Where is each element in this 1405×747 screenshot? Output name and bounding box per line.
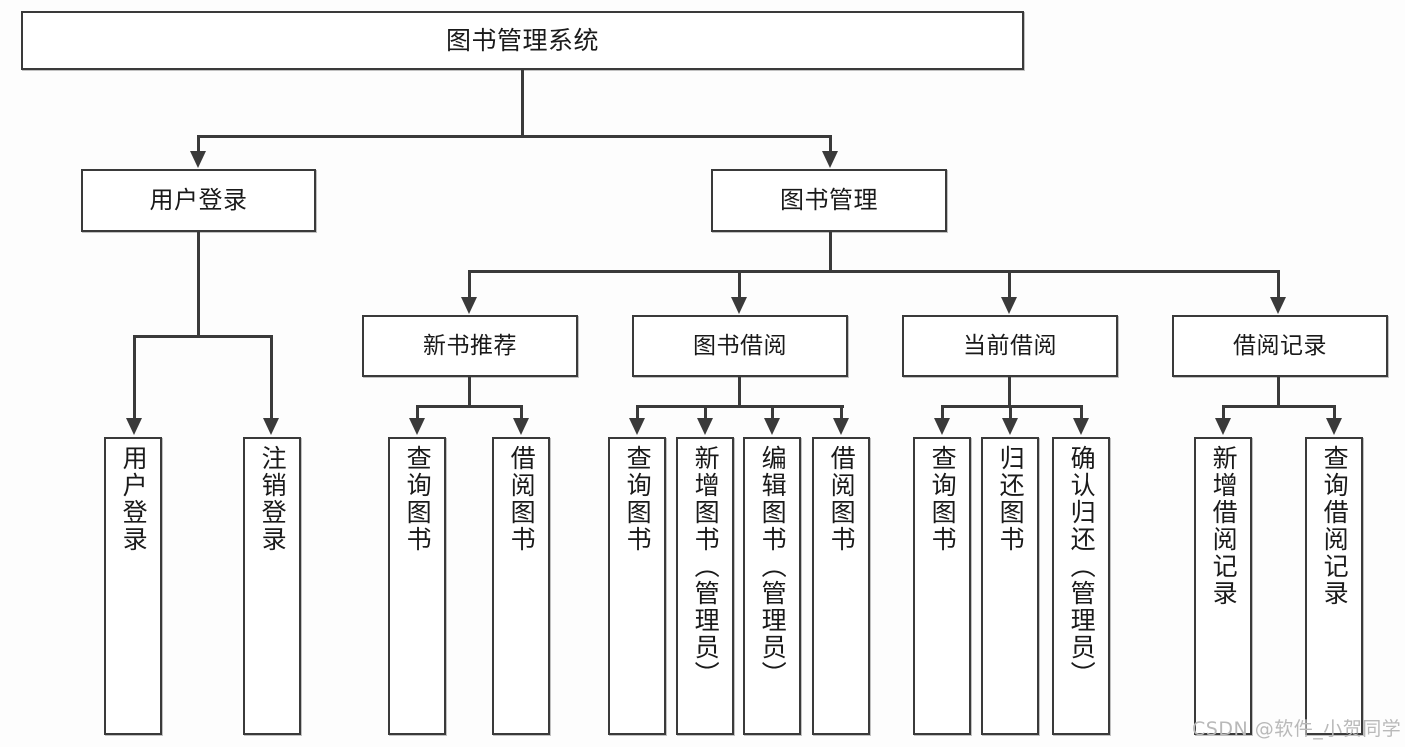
connector-drop-query-book-2 [636, 405, 639, 419]
node-label: 编辑图书（管理员） [758, 445, 788, 688]
node-label: 查询图书 [403, 445, 433, 553]
node-label: 新书推荐 [423, 332, 517, 359]
connector-drop-confirm-return [1080, 405, 1083, 419]
connector-stem-book-management [829, 232, 832, 270]
node-label: 查询借阅记录 [1320, 445, 1350, 607]
node-label: 用户登录 [119, 445, 149, 553]
node-borrow-record[interactable]: 借阅记录 [1172, 315, 1388, 377]
connector-drop-book-borrow [738, 270, 741, 298]
node-label: 确认归还（管理员） [1067, 445, 1097, 688]
arrowhead-login [126, 418, 142, 435]
node-current-borrow[interactable]: 当前借阅 [902, 315, 1118, 377]
node-user-login[interactable]: 用户登录 [81, 169, 316, 232]
leaf-query-book-2[interactable]: 查询图书 [608, 437, 666, 735]
connector-drop-current-borrow [1008, 270, 1011, 298]
arrowhead-confirm-return [1073, 418, 1089, 435]
connector-drop-logout [270, 335, 273, 419]
connector-drop-borrow-book-2 [840, 405, 843, 419]
arrowhead-add-book [697, 418, 713, 435]
leaf-query-book-3[interactable]: 查询图书 [913, 437, 971, 735]
connector-drop-query-record [1333, 405, 1336, 419]
node-label: 查询图书 [928, 445, 958, 553]
leaf-return-book[interactable]: 归还图书 [981, 437, 1039, 735]
connector-drop-borrow-record [1277, 270, 1280, 298]
leaf-confirm-return[interactable]: 确认归还（管理员） [1052, 437, 1110, 735]
connector-stem-user-login [197, 232, 200, 335]
arrowhead-logout [263, 418, 279, 435]
node-label: 图书借阅 [693, 332, 787, 359]
connector-drop-book-manage [829, 135, 832, 153]
leaf-borrow-book-2[interactable]: 借阅图书 [812, 437, 870, 735]
arrowhead-edit-book [764, 418, 780, 435]
node-label: 注销登录 [258, 445, 288, 553]
leaf-add-record[interactable]: 新增借阅记录 [1194, 437, 1252, 735]
node-label: 归还图书 [996, 445, 1026, 553]
arrowhead-current-borrow [1001, 297, 1017, 314]
leaf-query-record[interactable]: 查询借阅记录 [1305, 437, 1363, 735]
leaf-query-book-1[interactable]: 查询图书 [388, 437, 446, 735]
node-label: 借阅记录 [1233, 332, 1327, 359]
arrowhead-user-login [190, 151, 206, 168]
connector-bus-new-book-recommend [416, 405, 523, 408]
connector-drop-add-record [1222, 405, 1225, 419]
arrowhead-query-record [1326, 418, 1342, 435]
arrowhead-book-borrow [731, 297, 747, 314]
connector-bus-level1 [197, 135, 832, 138]
connector-bus-book-borrow [636, 405, 844, 408]
node-label: 用户登录 [149, 185, 248, 214]
connector-bus-current-borrow [941, 405, 1083, 408]
node-label: 借阅图书 [507, 445, 537, 553]
leaf-borrow-book-1[interactable]: 借阅图书 [492, 437, 550, 735]
connector-stem-current-borrow [1008, 377, 1011, 405]
connector-drop-query-book-1 [416, 405, 419, 419]
connector-root-stem [521, 70, 524, 135]
csdn-watermark: CSDN @软件_小贺同学 [1192, 718, 1402, 740]
arrowhead-book-manage [822, 151, 838, 168]
connector-drop-return-book [1009, 405, 1012, 419]
node-book-management[interactable]: 图书管理 [711, 169, 947, 232]
node-new-book-recommend[interactable]: 新书推荐 [362, 315, 578, 377]
connector-drop-borrow-book-1 [520, 405, 523, 419]
arrowhead-query-book-3 [934, 418, 950, 435]
connector-drop-new-book [468, 270, 471, 298]
node-label: 新增借阅记录 [1209, 445, 1239, 607]
node-label: 借阅图书 [827, 445, 857, 553]
arrowhead-query-book-1 [409, 418, 425, 435]
connector-stem-new-book-recommend [468, 377, 471, 405]
arrowhead-borrow-book-1 [513, 418, 529, 435]
node-book-borrow[interactable]: 图书借阅 [632, 315, 848, 377]
arrowhead-return-book [1002, 418, 1018, 435]
leaf-logout[interactable]: 注销登录 [243, 437, 301, 735]
connector-drop-login [133, 335, 136, 419]
leaf-edit-book[interactable]: 编辑图书（管理员） [743, 437, 801, 735]
connector-bus-borrow-record [1222, 405, 1336, 408]
node-label: 图书管理 [780, 185, 878, 214]
arrowhead-borrow-record [1270, 297, 1286, 314]
connector-drop-edit-book [771, 405, 774, 419]
node-label: 当前借阅 [963, 332, 1057, 359]
connector-drop-user-login [197, 135, 200, 153]
connector-bus-level3 [468, 270, 1280, 273]
arrowhead-new-book-recommend [461, 297, 477, 314]
connector-bus-user-login [133, 335, 273, 338]
connector-stem-book-borrow [738, 377, 741, 405]
leaf-add-book[interactable]: 新增图书（管理员） [676, 437, 734, 735]
arrowhead-borrow-book-2 [833, 418, 849, 435]
node-label: 图书管理系统 [445, 26, 599, 55]
arrowhead-query-book-2 [629, 418, 645, 435]
node-root-book-management-system[interactable]: 图书管理系统 [21, 11, 1024, 70]
leaf-login[interactable]: 用户登录 [104, 437, 162, 735]
node-label: 新增图书（管理员） [691, 445, 721, 688]
connector-stem-borrow-record [1277, 377, 1280, 405]
connector-drop-query-book-3 [941, 405, 944, 419]
arrowhead-add-record [1215, 418, 1231, 435]
connector-drop-add-book [704, 405, 707, 419]
node-label: 查询图书 [623, 445, 653, 553]
